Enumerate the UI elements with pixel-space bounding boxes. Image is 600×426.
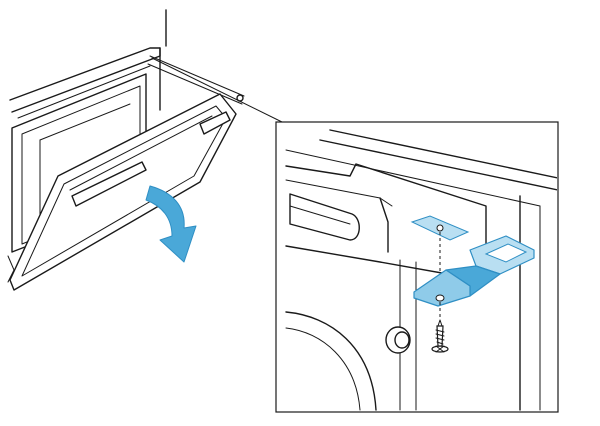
appliance-front-step bbox=[379, 197, 389, 253]
screw-tip bbox=[437, 319, 443, 327]
door-hinge-bottom bbox=[7, 255, 15, 283]
control-knob bbox=[385, 326, 411, 354]
screw-cross-icon bbox=[435, 345, 445, 353]
appliance-top-edge bbox=[9, 47, 161, 113]
recess-hole bbox=[436, 224, 444, 232]
screw-thread bbox=[435, 329, 445, 345]
cabinet-front-line bbox=[285, 149, 541, 207]
knob-face bbox=[394, 331, 410, 349]
bracket-base-flange bbox=[413, 269, 471, 307]
porthole-inner bbox=[285, 327, 361, 411]
hinge-guide-line-2 bbox=[147, 63, 243, 105]
oven-cavity-back bbox=[39, 103, 131, 141]
door-glass bbox=[21, 105, 227, 277]
appliance-top-detail bbox=[285, 163, 487, 273]
detail-view bbox=[275, 121, 559, 413]
appliance-top-inner bbox=[17, 65, 151, 119]
vent-slot bbox=[289, 193, 360, 241]
swing-arrow-icon bbox=[145, 185, 197, 263]
detail-callout-line bbox=[151, 57, 283, 123]
door-swing-arrow bbox=[145, 185, 197, 263]
worktop-underside bbox=[319, 139, 557, 191]
worktop-edge bbox=[329, 129, 557, 179]
mounting-bracket bbox=[413, 235, 535, 307]
bracket-hook-slot bbox=[484, 243, 528, 263]
bracket-screw-hole bbox=[435, 294, 445, 302]
door-handle-right bbox=[199, 111, 231, 135]
door-glass-highlight bbox=[69, 115, 213, 191]
hinge-guide-line bbox=[149, 55, 245, 97]
door-handle-left bbox=[71, 161, 147, 207]
vent-slot-inner bbox=[289, 205, 351, 225]
screw bbox=[431, 319, 449, 353]
oven-door bbox=[7, 93, 237, 291]
porthole-outer bbox=[285, 311, 377, 411]
door-panel bbox=[9, 93, 237, 291]
